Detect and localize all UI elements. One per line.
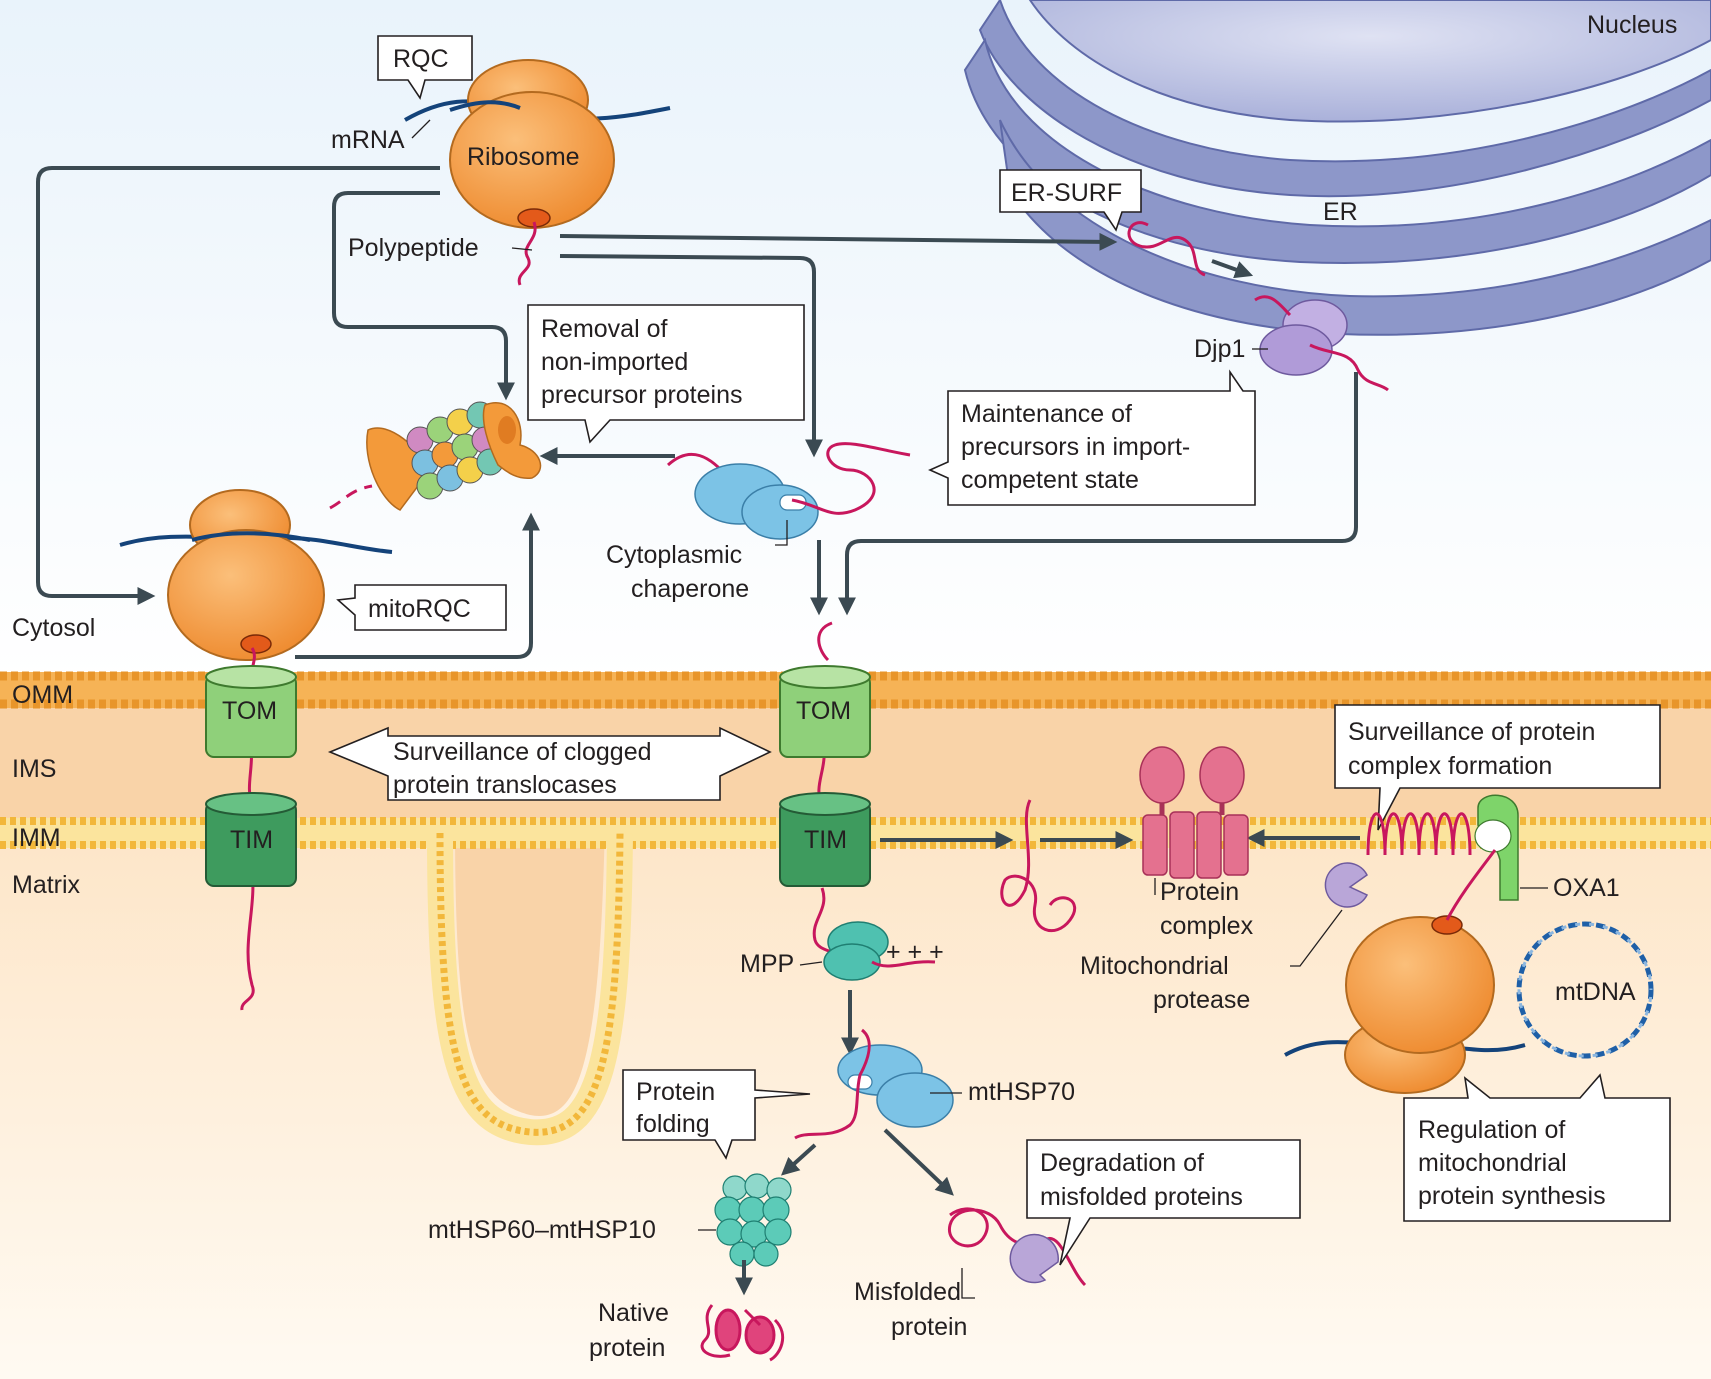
mthsp60-mthsp10 [714,1173,792,1267]
er-surface-precursor [1127,221,1206,277]
unfolded-imported-chain [1000,799,1077,933]
svg-text:Maintenance of: Maintenance of [961,400,1132,428]
omm-label: OMM [12,681,73,709]
svg-text:Degradation of: Degradation of [1040,1149,1204,1177]
chaperone-label-line2: chaperone [631,575,749,603]
svg-text:Regulation of: Regulation of [1418,1116,1565,1144]
polypeptide-label: Polypeptide [348,234,479,262]
misfolded-label-line1: Misfolded [854,1278,961,1306]
tom-complex-left: TOM [205,665,297,758]
degradation-box: Degradation of misfolded proteins [1026,1139,1301,1266]
folding-box: Protein folding [622,1069,811,1160]
clogged-box: Surveillance of clogged protein transloc… [327,726,772,801]
tim-complex-left: TIM [205,792,297,887]
mito-ribosome-large [167,529,325,661]
crista-interior [455,820,605,1116]
protein-complex-label-line1: Protein [1160,878,1239,906]
oxa1-label: OXA1 [1553,874,1620,902]
matrix-label: Matrix [12,871,81,899]
mitorqc-box: mitoRQC [336,584,507,631]
native-label-line2: protein [589,1334,665,1362]
arrow-djp1-to-tom [838,372,1358,616]
svg-text:competent state: competent state [961,466,1139,494]
ims-label: IMS [12,755,56,783]
arrow-to-misfolded [883,1128,954,1196]
mrna-label: mRNA [331,126,405,154]
nucleus-label: Nucleus [1587,11,1677,39]
arrow-to-er [559,232,1118,251]
svg-text:Protein: Protein [636,1078,715,1106]
svg-text:misfolded proteins: misfolded proteins [1040,1183,1243,1211]
proteasome [366,401,542,511]
svg-text:protein synthesis: protein synthesis [1418,1182,1606,1210]
er-membrane [963,0,1711,336]
mthsp70-label: mtHSP70 [968,1078,1075,1106]
svg-text:Removal of: Removal of [541,315,667,343]
membrane-inserting-chain [1366,812,1472,856]
djp1-label: Djp1 [1194,335,1245,363]
mpp-charges: + + + [886,938,944,966]
mtdna: mtDNA [1516,921,1654,1059]
tim-complex-right: TIM [779,792,871,887]
degraded-fragments [329,484,373,510]
tom-complex-right: TOM [779,665,871,758]
protein-complex-label-line2: complex [1160,912,1254,940]
svg-text:complex formation: complex formation [1348,752,1552,780]
maintenance-box: Maintenance of precursors in import- com… [928,369,1256,506]
arrow-to-folding [780,1143,817,1176]
ribosome-large-subunit [449,91,615,229]
complex-formation-box: Surveillance of protein complex formatio… [1334,704,1661,831]
svg-text:precursors in import-: precursors in import- [961,433,1190,461]
mito-protease-label-line1: Mitochondrial [1080,952,1229,980]
svg-text:RQC: RQC [393,45,449,73]
chaperone-label-line1: Cytoplasmic [606,541,742,569]
svg-text:Surveillance of clogged: Surveillance of clogged [393,738,652,766]
imm-protease [1324,862,1369,908]
protein-complex [1139,746,1249,879]
mito-protease-label-line2: protease [1153,986,1250,1014]
arrow-to-chaperone [559,254,823,458]
polypeptide-chain [517,221,537,286]
svg-text:precursor proteins: precursor proteins [541,381,742,409]
imm-label: IMM [12,824,61,852]
svg-text:ER-SURF: ER-SURF [1011,179,1122,207]
tom-right-label: TOM [796,697,851,725]
tom-left-label: TOM [222,697,277,725]
mitoribosome-large [1345,916,1495,1054]
tim-right-label: TIM [804,826,847,854]
svg-text:protein translocases: protein translocases [393,771,617,799]
cytosol-label: Cytosol [12,614,95,642]
er-surf-box: ER-SURF [999,169,1142,232]
regulation-box: Regulation of mitochondrial protein synt… [1403,1073,1671,1222]
svg-text:Surveillance of protein: Surveillance of protein [1348,718,1595,746]
misfolded-label-line2: protein [891,1313,967,1341]
matrix-protease [1009,1233,1059,1284]
svg-text:mitochondrial: mitochondrial [1418,1149,1567,1177]
arrow-to-mitorqc [36,166,440,605]
arrow-er-to-djp1 [1211,259,1254,279]
svg-text:folding: folding [636,1110,710,1138]
misfolded-chain [948,1207,1087,1287]
svg-text:mitoRQC: mitoRQC [368,595,471,623]
rqc-box: RQC [377,35,473,100]
er-label: ER [1323,198,1358,226]
arrow-to-proteasome-from-ribosome [332,191,515,401]
native-label-line1: Native [598,1299,669,1327]
arrow-from-mitorqc-to-proteasome [295,512,540,659]
mtdna-label: mtDNA [1555,978,1636,1006]
removal-box: Removal of non-imported precursor protei… [527,304,805,444]
nucleus [1028,0,1711,123]
mpp-label: MPP [740,950,794,978]
svg-text:non-imported: non-imported [541,348,688,376]
mthsp60-label: mtHSP60–mtHSP10 [428,1216,656,1244]
ribosome-label: Ribosome [467,143,580,171]
native-protein [700,1304,785,1362]
tim-left-label: TIM [230,826,273,854]
